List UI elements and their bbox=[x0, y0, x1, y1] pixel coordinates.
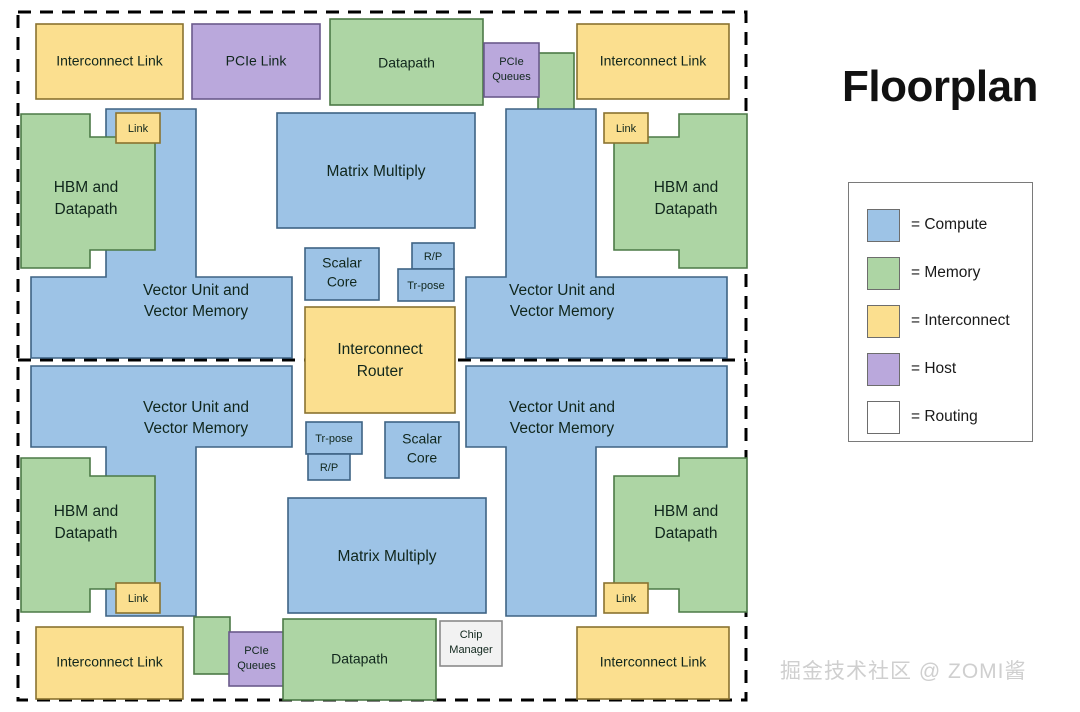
legend: = Compute = Memory = Interconnect = Host… bbox=[848, 182, 1033, 442]
block-bottom-datapath-riser bbox=[193, 616, 231, 675]
block-bottom-datapath[interactable]: Datapath bbox=[282, 618, 437, 701]
legend-label-memory: = Memory bbox=[911, 264, 981, 281]
watermark: 掘金技术社区 @ ZOMI酱 bbox=[780, 660, 1027, 683]
block-bottom-interconnect-link-left[interactable]: Interconnect Link bbox=[35, 626, 184, 700]
legend-item-memory: = Memory bbox=[849, 249, 1032, 297]
block-top-pcie-link[interactable]: PCIe Link bbox=[191, 23, 321, 100]
block-link-top-left[interactable]: Link bbox=[115, 112, 161, 144]
block-bottom-interconnect-link-right[interactable]: Interconnect Link bbox=[576, 626, 730, 700]
block-scalar-core-bottom[interactable]: Scalar Core bbox=[384, 421, 460, 479]
legend-swatch-interconnect bbox=[867, 304, 900, 338]
legend-swatch-host bbox=[867, 352, 900, 386]
legend-label-host: = Host bbox=[911, 360, 957, 377]
legend-label-routing: = Routing bbox=[911, 408, 978, 425]
block-matrix-multiply-bottom[interactable]: Matrix Multiply bbox=[287, 497, 487, 614]
page-title: Floorplan bbox=[842, 62, 1038, 111]
legend-item-compute: = Compute bbox=[849, 201, 1032, 249]
block-trpose-bottom[interactable]: Tr-pose bbox=[305, 421, 363, 455]
legend-item-routing: = Routing bbox=[849, 393, 1032, 441]
block-link-bottom-left[interactable]: Link bbox=[115, 582, 161, 614]
floorplan-diagram: Interconnect Link PCIe Link Datapath PCI… bbox=[16, 10, 748, 702]
legend-swatch-compute bbox=[867, 208, 900, 242]
block-top-datapath[interactable]: Datapath bbox=[329, 18, 484, 106]
block-top-datapath-riser bbox=[537, 52, 575, 111]
chip-boundary-outline bbox=[16, 10, 748, 702]
block-link-bottom-right[interactable]: Link bbox=[603, 582, 649, 614]
legend-label-interconnect: = Interconnect bbox=[911, 312, 1010, 329]
block-rp-top[interactable]: R/P bbox=[411, 242, 455, 270]
block-trpose-top[interactable]: Tr-pose bbox=[397, 268, 455, 302]
legend-item-host: = Host bbox=[849, 345, 1032, 393]
block-top-interconnect-link-left[interactable]: Interconnect Link bbox=[35, 23, 184, 100]
legend-item-interconnect: = Interconnect bbox=[849, 297, 1032, 345]
block-top-pcie-queues[interactable]: PCIe Queues bbox=[483, 42, 540, 98]
legend-swatch-memory bbox=[867, 256, 900, 290]
block-interconnect-router[interactable]: Interconnect Router bbox=[304, 306, 456, 414]
block-bottom-pcie-queues[interactable]: PCIe Queues bbox=[228, 631, 285, 687]
block-chip-manager[interactable]: Chip Manager bbox=[439, 620, 503, 667]
legend-label-compute: = Compute bbox=[911, 216, 988, 233]
block-rp-bottom[interactable]: R/P bbox=[307, 453, 351, 481]
block-matrix-multiply-top[interactable]: Matrix Multiply bbox=[276, 112, 476, 229]
legend-swatch-routing bbox=[867, 400, 900, 434]
block-top-interconnect-link-right[interactable]: Interconnect Link bbox=[576, 23, 730, 100]
side-panel: Floorplan = Compute = Memory = Interconn… bbox=[790, 0, 1080, 712]
block-scalar-core-top[interactable]: Scalar Core bbox=[304, 247, 380, 301]
block-link-top-right[interactable]: Link bbox=[603, 112, 649, 144]
